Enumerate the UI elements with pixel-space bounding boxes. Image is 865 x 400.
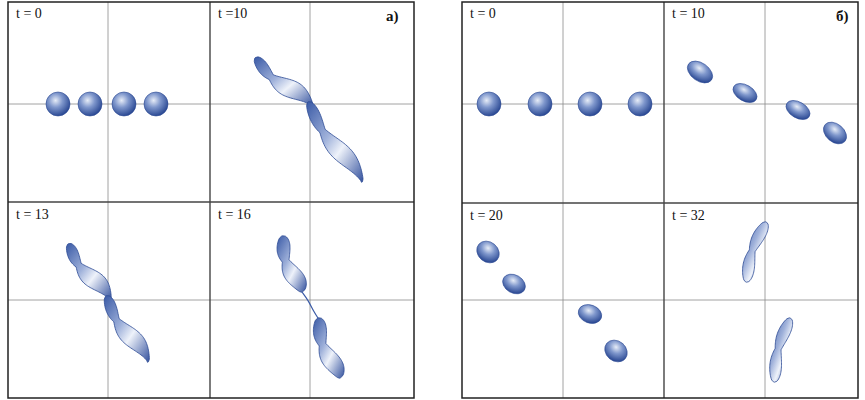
vortex-ring	[819, 118, 850, 149]
time-label: t =10	[216, 6, 249, 21]
time-label: t = 32	[670, 208, 707, 223]
vortex-ring	[578, 92, 602, 116]
time-label: t = 13	[14, 207, 51, 222]
vortex-ring	[528, 92, 552, 116]
vortex-filament	[302, 292, 318, 318]
vortex-ribbons	[66, 57, 792, 382]
time-label: t = 0	[14, 6, 44, 21]
vortex-ribbon	[313, 318, 344, 378]
vortex-ribbon	[104, 296, 149, 363]
vortex-ring	[576, 301, 605, 326]
vortex-ribbon	[743, 222, 769, 282]
vortex-ring	[46, 92, 70, 116]
vortex-ribbon	[277, 236, 306, 292]
vortex-ring	[472, 237, 503, 268]
vortex-ring	[683, 57, 716, 88]
panel-border	[462, 2, 858, 398]
quadrant-divider	[663, 2, 664, 398]
panel-frame	[8, 2, 414, 398]
time-label: t = 16	[216, 207, 253, 222]
vortex-ribbon	[770, 318, 793, 382]
vortex-ring	[112, 92, 136, 116]
axis-line	[8, 300, 414, 301]
panel-frame	[462, 2, 858, 398]
vortex-ring	[628, 92, 652, 116]
vortex-ring	[730, 80, 761, 107]
panel-border	[8, 2, 414, 398]
axis-line	[462, 300, 858, 301]
axis-line	[765, 2, 766, 398]
vortex-rings	[472, 57, 850, 367]
vortex-ring	[477, 92, 501, 116]
vortex-ring	[499, 270, 529, 298]
vortex-rings	[46, 92, 652, 116]
time-label: t = 10	[670, 6, 707, 21]
quadrant-divider	[8, 201, 414, 202]
axis-line	[563, 2, 564, 398]
vortex-ribbon	[307, 102, 363, 183]
vortex-ring	[78, 92, 102, 116]
panel-letter: а)	[384, 8, 401, 25]
vortex-ring	[783, 97, 814, 124]
vortex-ribbon	[254, 57, 312, 107]
axis-line	[108, 2, 109, 398]
time-label: t = 0	[468, 6, 498, 21]
quadrant-divider	[462, 202, 858, 203]
vortex-ring	[144, 92, 168, 116]
axis-line	[310, 2, 311, 398]
vortex-ribbon	[66, 243, 111, 300]
vortex-ring	[600, 336, 631, 367]
time-label: t = 20	[468, 208, 505, 223]
panel-letter: б)	[834, 8, 851, 25]
quadrant-divider	[209, 2, 210, 398]
